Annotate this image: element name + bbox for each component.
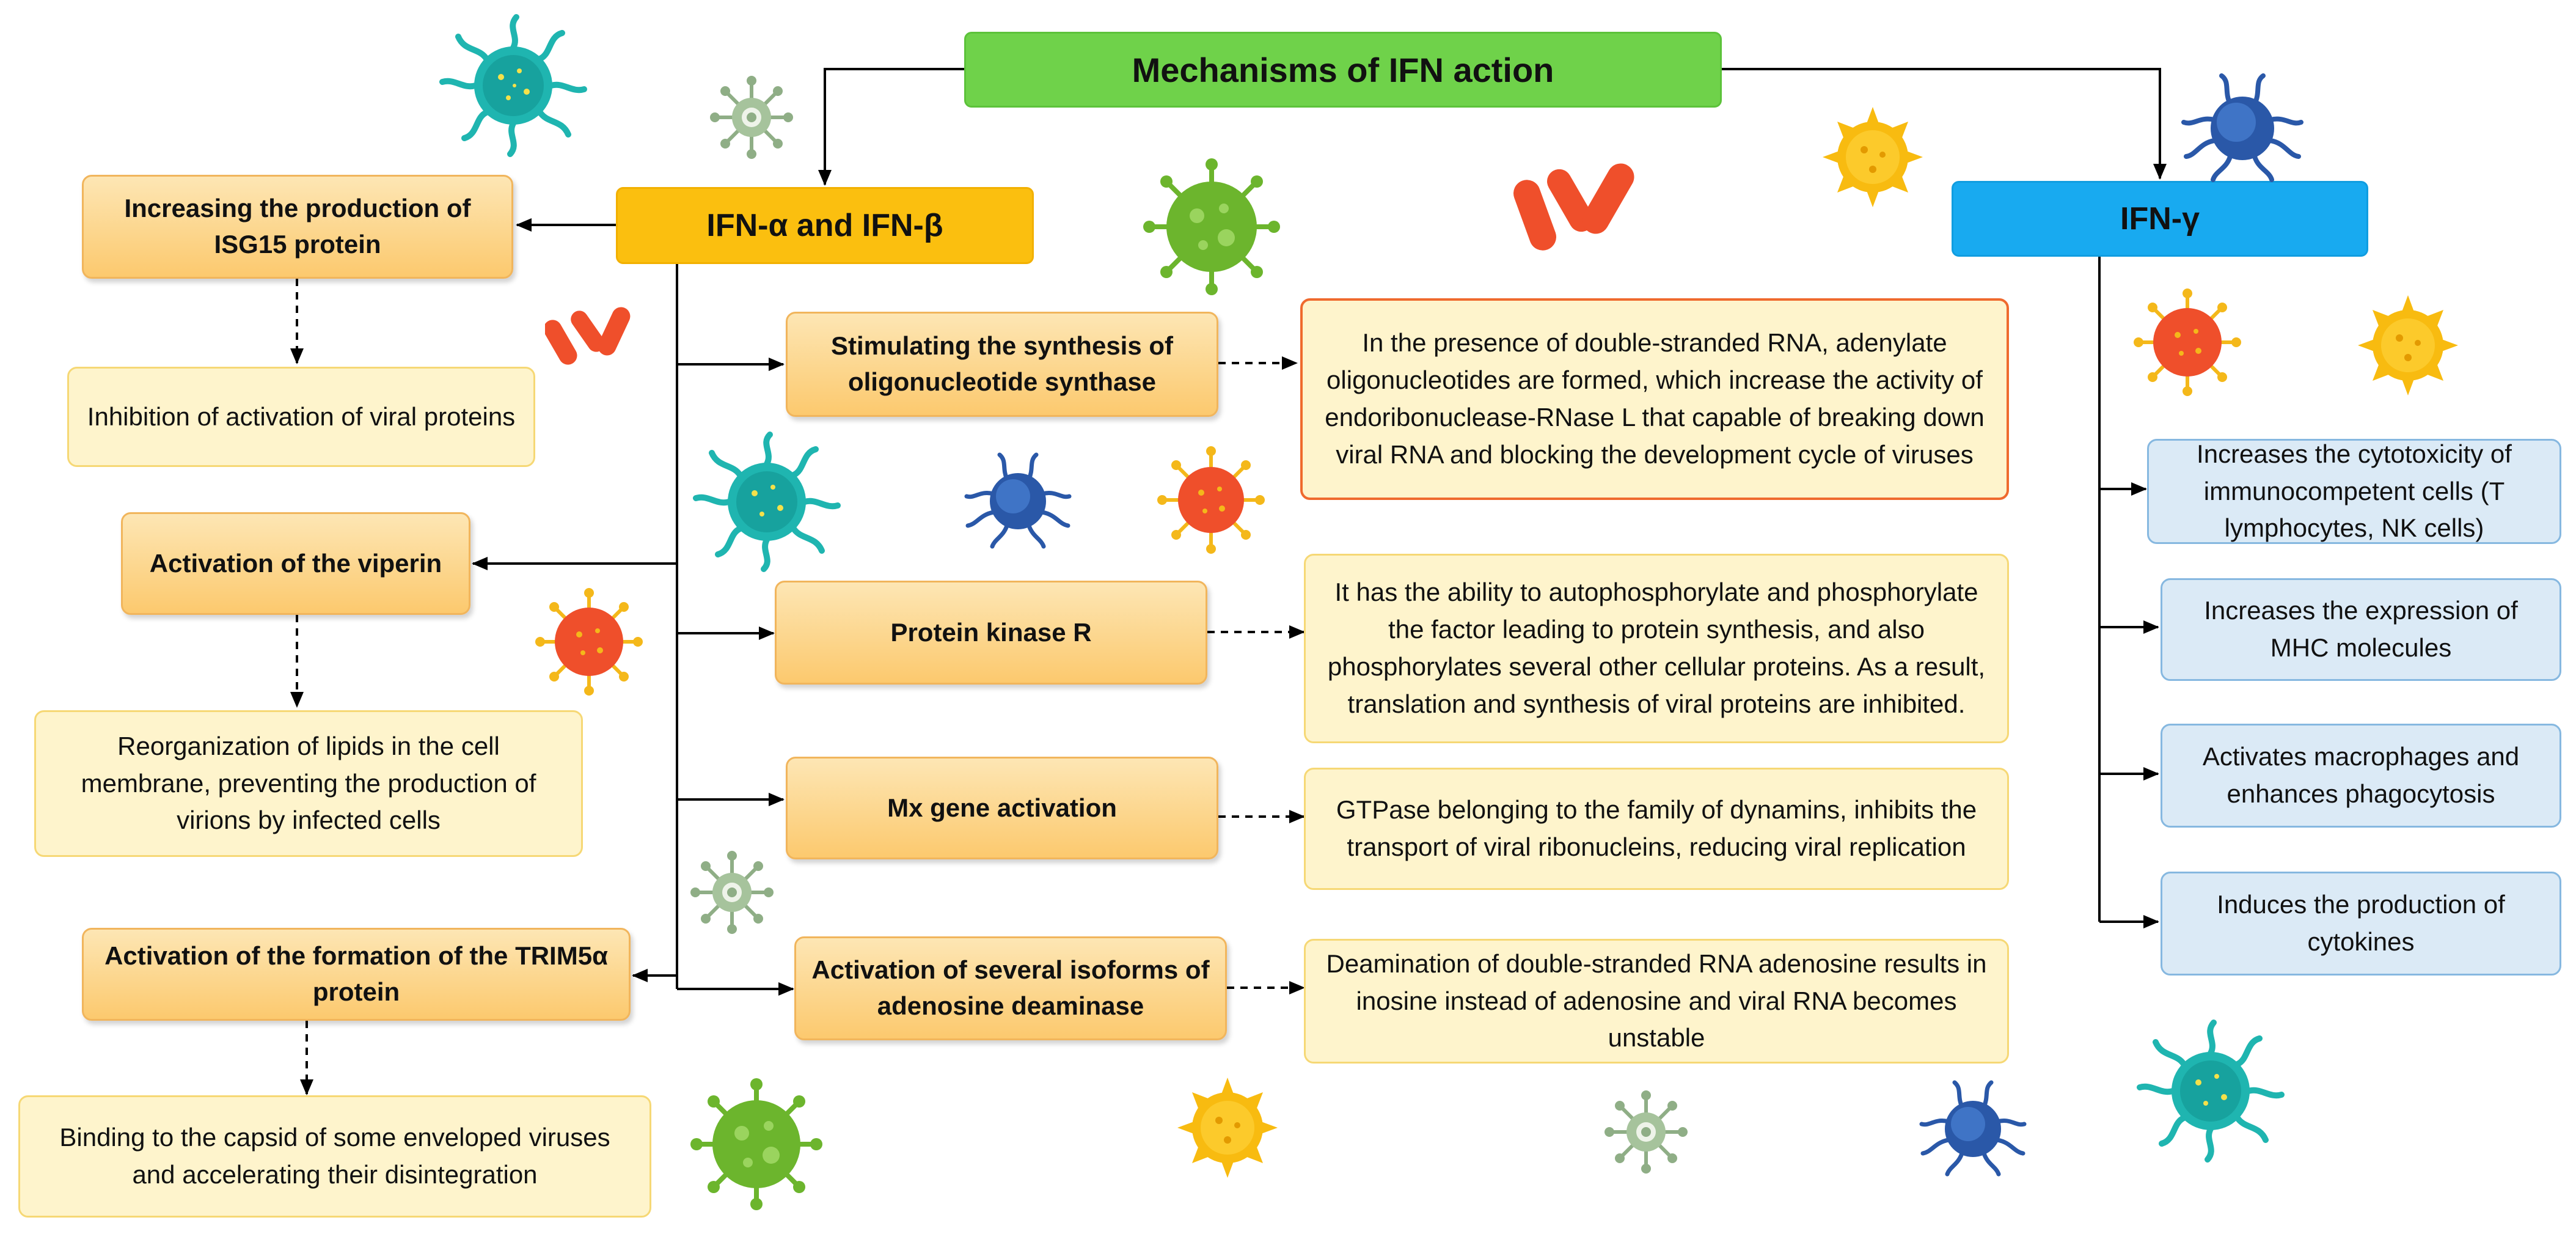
effect-trim5: Binding to the capsid of some enveloped … xyxy=(18,1095,651,1218)
action-isg15-text: Increasing the production of ISG15 prote… xyxy=(124,194,471,259)
effect-mx-text: GTPase belonging to the family of dynami… xyxy=(1336,795,1977,861)
effect-pkr-text: It has the ability to autophosphorylate … xyxy=(1327,578,1986,718)
effect-mx: GTPase belonging to the family of dynami… xyxy=(1304,768,2009,890)
action-pkr-text: Protein kinase R xyxy=(890,617,1092,647)
effect-oas-text: In the presence of double-stranded RNA, … xyxy=(1325,328,1985,469)
action-ada: Activation of several isoforms of adenos… xyxy=(794,936,1227,1040)
effect-viperin-text: Reorganization of lipids in the cell mem… xyxy=(81,731,536,835)
gamma-effect-cytokines-text: Induces the production of cytokines xyxy=(2217,890,2505,956)
gamma-effect-mhc-text: Increases the expression of MHC molecule… xyxy=(2204,596,2518,662)
effect-ada: Deamination of double-stranded RNA adeno… xyxy=(1304,939,2009,1064)
effect-isg15: Inhibition of activation of viral protei… xyxy=(67,367,535,467)
gamma-effect-cytokines: Induces the production of cytokines xyxy=(2161,872,2561,976)
virus-icon xyxy=(1823,107,1923,207)
bacteria-icon xyxy=(1513,163,1634,251)
effect-trim5-text: Binding to the capsid of some enveloped … xyxy=(59,1123,610,1189)
virus-icon xyxy=(1177,1078,1278,1178)
action-trim5: Activation of the formation of the TRIM5… xyxy=(82,928,631,1021)
virus-icon xyxy=(1143,158,1280,295)
virus-icon xyxy=(693,432,841,572)
virus-icon xyxy=(2358,295,2458,395)
ifn-alpha-beta-label: IFN-α and IFN-β xyxy=(706,208,943,243)
action-viperin: Activation of the viperin xyxy=(121,512,470,615)
action-viperin-text: Activation of the viperin xyxy=(149,548,442,578)
effect-pkr: It has the ability to autophosphorylate … xyxy=(1304,554,2009,743)
bacteria-icon xyxy=(545,307,631,365)
action-mx: Mx gene activation xyxy=(786,757,1218,859)
connector-title-to-alpha-beta xyxy=(818,68,964,186)
ifn-alpha-beta-box: IFN-α and IFN-β xyxy=(616,187,1034,264)
action-mx-text: Mx gene activation xyxy=(887,793,1117,822)
action-oas-text: Stimulating the synthesis of oligonucleo… xyxy=(830,331,1174,396)
ifn-gamma-label: IFN-γ xyxy=(2120,201,2200,237)
virus-icon xyxy=(964,452,1072,549)
gamma-effect-macrophages: Activates macrophages and enhances phago… xyxy=(2161,724,2561,828)
gamma-effect-mhc: Increases the expression of MHC molecule… xyxy=(2161,578,2561,681)
effect-oas: In the presence of double-stranded RNA, … xyxy=(1300,298,2009,500)
gamma-effect-cytotoxicity: Increases the cytotoxicity of immunocomp… xyxy=(2147,439,2561,544)
effect-ada-text: Deamination of double-stranded RNA adeno… xyxy=(1326,949,1987,1053)
virus-icon xyxy=(439,14,587,157)
connector-title-to-gamma xyxy=(1722,68,2167,180)
virus-icon xyxy=(1157,446,1265,554)
effect-isg15-text: Inhibition of activation of viral protei… xyxy=(87,402,516,431)
virus-icon xyxy=(2134,288,2241,396)
action-ada-text: Activation of several isoforms of adenos… xyxy=(811,955,1210,1020)
ifn-gamma-box: IFN-γ xyxy=(1952,181,2368,257)
virus-icon xyxy=(2137,1020,2285,1163)
gamma-effect-cytotoxicity-text: Increases the cytotoxicity of immunocomp… xyxy=(2197,439,2512,543)
page-title-text: Mechanisms of IFN action xyxy=(1132,50,1554,89)
virus-icon xyxy=(690,851,774,934)
action-pkr: Protein kinase R xyxy=(775,581,1207,685)
gamma-effect-macrophages-text: Activates macrophages and enhances phago… xyxy=(2202,742,2520,808)
virus-icon xyxy=(2181,73,2303,182)
virus-icon xyxy=(1919,1080,2027,1177)
page-title: Mechanisms of IFN action xyxy=(964,32,1722,108)
action-oas: Stimulating the synthesis of oligonucleo… xyxy=(786,312,1218,417)
virus-icon xyxy=(690,1078,822,1210)
effect-viperin: Reorganization of lipids in the cell mem… xyxy=(34,710,583,857)
virus-icon xyxy=(535,588,643,696)
action-trim5-text: Activation of the formation of the TRIM5… xyxy=(104,941,608,1006)
virus-icon xyxy=(710,76,793,159)
virus-icon xyxy=(1605,1090,1688,1174)
action-isg15: Increasing the production of ISG15 prote… xyxy=(82,175,513,279)
